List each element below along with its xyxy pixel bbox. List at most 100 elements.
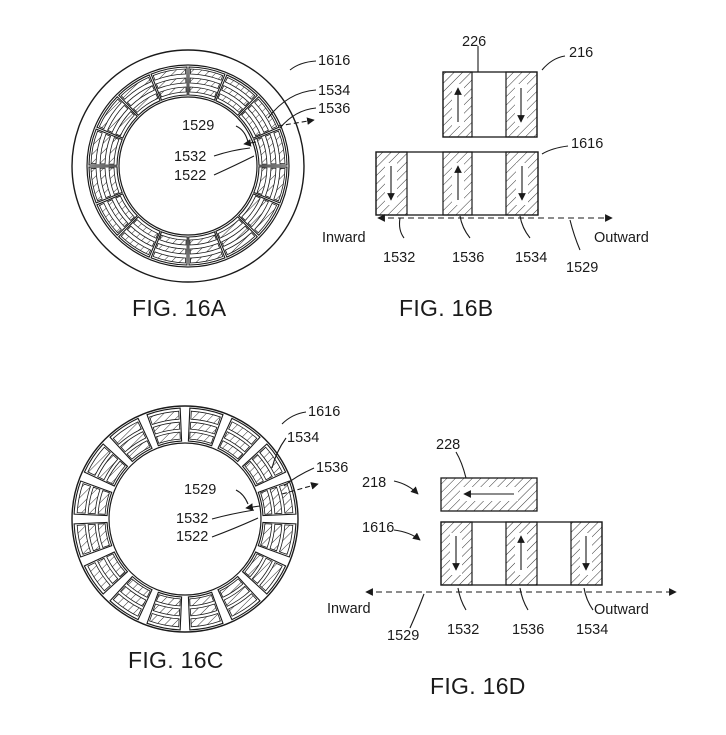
label-1522-16a: 1522 bbox=[174, 168, 206, 184]
magnet-band bbox=[189, 594, 215, 607]
label-1616-16d: 1616 bbox=[362, 520, 394, 536]
magnet-band bbox=[228, 593, 258, 617]
magnet-band bbox=[106, 460, 126, 485]
caption-fig-16b: FIG. 16B bbox=[399, 295, 493, 321]
magnet-band bbox=[228, 421, 258, 445]
magnet-band bbox=[155, 431, 181, 444]
magnet-band bbox=[254, 98, 278, 130]
label-1532-16a: 1532 bbox=[174, 149, 206, 165]
magnet-band bbox=[247, 199, 269, 228]
magnet-band bbox=[149, 410, 180, 426]
magnet-band bbox=[159, 86, 187, 98]
magnet-band bbox=[269, 486, 283, 515]
magnet-band bbox=[119, 585, 147, 607]
magnet-band bbox=[273, 167, 286, 202]
magnet-band bbox=[107, 199, 129, 228]
magnet-band bbox=[244, 460, 264, 485]
magnet-band bbox=[90, 130, 103, 165]
magnet-band bbox=[259, 446, 283, 476]
magnet-band bbox=[260, 489, 273, 515]
magnet-band bbox=[278, 524, 294, 555]
magnet-band bbox=[87, 446, 111, 476]
magnet-band bbox=[76, 524, 92, 555]
ring-16a bbox=[71, 49, 305, 283]
magnet-band bbox=[155, 77, 187, 90]
magnet-band bbox=[217, 93, 243, 113]
caption-fig-16d: FIG. 16D bbox=[430, 673, 526, 699]
magnet-band bbox=[120, 76, 152, 100]
magnet-band bbox=[256, 167, 268, 195]
label-226: 226 bbox=[462, 34, 486, 50]
label-outward-16b: Outward bbox=[594, 230, 649, 246]
leaders-16c bbox=[211, 411, 319, 538]
magnet-band bbox=[126, 578, 151, 598]
magnet-band bbox=[189, 603, 218, 617]
magnet-block-226 bbox=[442, 71, 538, 138]
magnet-band bbox=[278, 483, 294, 514]
magnet-band bbox=[223, 585, 251, 607]
magnet-band bbox=[115, 111, 135, 137]
label-1529-16d: 1529 bbox=[387, 628, 419, 644]
figure-16a: 1616 1534 1536 1529 1532 1522 FIG. 16A bbox=[71, 49, 350, 321]
magnet-band bbox=[99, 167, 112, 199]
label-1529-16a: 1529 bbox=[182, 118, 214, 134]
magnet-band bbox=[269, 523, 283, 552]
magnet-band bbox=[97, 557, 119, 585]
label-1536-16b: 1536 bbox=[452, 250, 484, 266]
magnet-band bbox=[126, 440, 151, 460]
magnet-band bbox=[152, 603, 181, 617]
magnet-band bbox=[106, 553, 126, 578]
magnet-band bbox=[97, 453, 119, 481]
magnet-band bbox=[126, 85, 155, 107]
figure-16d: 228 218 1616 Inward Outward 1529 1532 15… bbox=[327, 437, 677, 699]
magnet-band bbox=[189, 86, 217, 98]
label-1536-16c: 1536 bbox=[316, 460, 348, 476]
magnet-band bbox=[133, 93, 159, 113]
label-inward-16b: Inward bbox=[322, 230, 366, 246]
magnet-band bbox=[107, 104, 129, 133]
magnet-band bbox=[224, 76, 256, 100]
label-1529-16c: 1529 bbox=[184, 482, 216, 498]
caption-fig-16a: FIG. 16A bbox=[132, 295, 227, 321]
leaders-16a bbox=[213, 60, 317, 176]
label-1536-16a: 1536 bbox=[318, 101, 350, 117]
figure-16b: 226 216 1616 Inward Outward 1532 1536 15… bbox=[322, 34, 649, 321]
magnet-band bbox=[264, 167, 277, 199]
label-1616-16b: 1616 bbox=[571, 136, 603, 152]
magnet-band bbox=[223, 431, 251, 453]
magnet-band bbox=[247, 104, 269, 133]
magnet-band bbox=[126, 225, 155, 247]
magnet-band bbox=[241, 111, 261, 137]
magnet-band bbox=[155, 242, 187, 255]
label-1529-16b: 1529 bbox=[566, 260, 598, 276]
magnet-band bbox=[98, 98, 122, 130]
magnet-block-228 bbox=[440, 477, 538, 512]
magnet-band bbox=[159, 234, 187, 246]
label-1534-16a: 1534 bbox=[318, 83, 350, 99]
magnet-band bbox=[120, 232, 152, 256]
label-1616-16c: 1616 bbox=[308, 404, 340, 420]
magnet-band bbox=[217, 219, 243, 239]
label-1532-16b: 1532 bbox=[383, 250, 415, 266]
magnet-block-1616-d bbox=[440, 521, 603, 586]
ring-segments-16c bbox=[73, 407, 297, 631]
magnet-band bbox=[149, 612, 180, 628]
ring-16c bbox=[71, 405, 299, 633]
label-1616-16a: 1616 bbox=[318, 53, 350, 69]
magnet-band bbox=[251, 453, 273, 481]
label-218: 218 bbox=[362, 475, 386, 491]
magnet-band bbox=[152, 421, 181, 435]
label-inward-16d: Inward bbox=[327, 601, 371, 617]
ring-segments-16a bbox=[88, 66, 288, 266]
magnet-band bbox=[152, 68, 187, 81]
magnet-band bbox=[152, 251, 187, 264]
magnet-band bbox=[90, 167, 103, 202]
magnet-band bbox=[254, 202, 278, 234]
magnet-band bbox=[264, 133, 277, 165]
magnet-band bbox=[87, 486, 101, 515]
magnet-band bbox=[112, 593, 142, 617]
label-228: 228 bbox=[436, 437, 460, 453]
magnet-band bbox=[87, 523, 101, 552]
label-1532-16c: 1532 bbox=[176, 511, 208, 527]
